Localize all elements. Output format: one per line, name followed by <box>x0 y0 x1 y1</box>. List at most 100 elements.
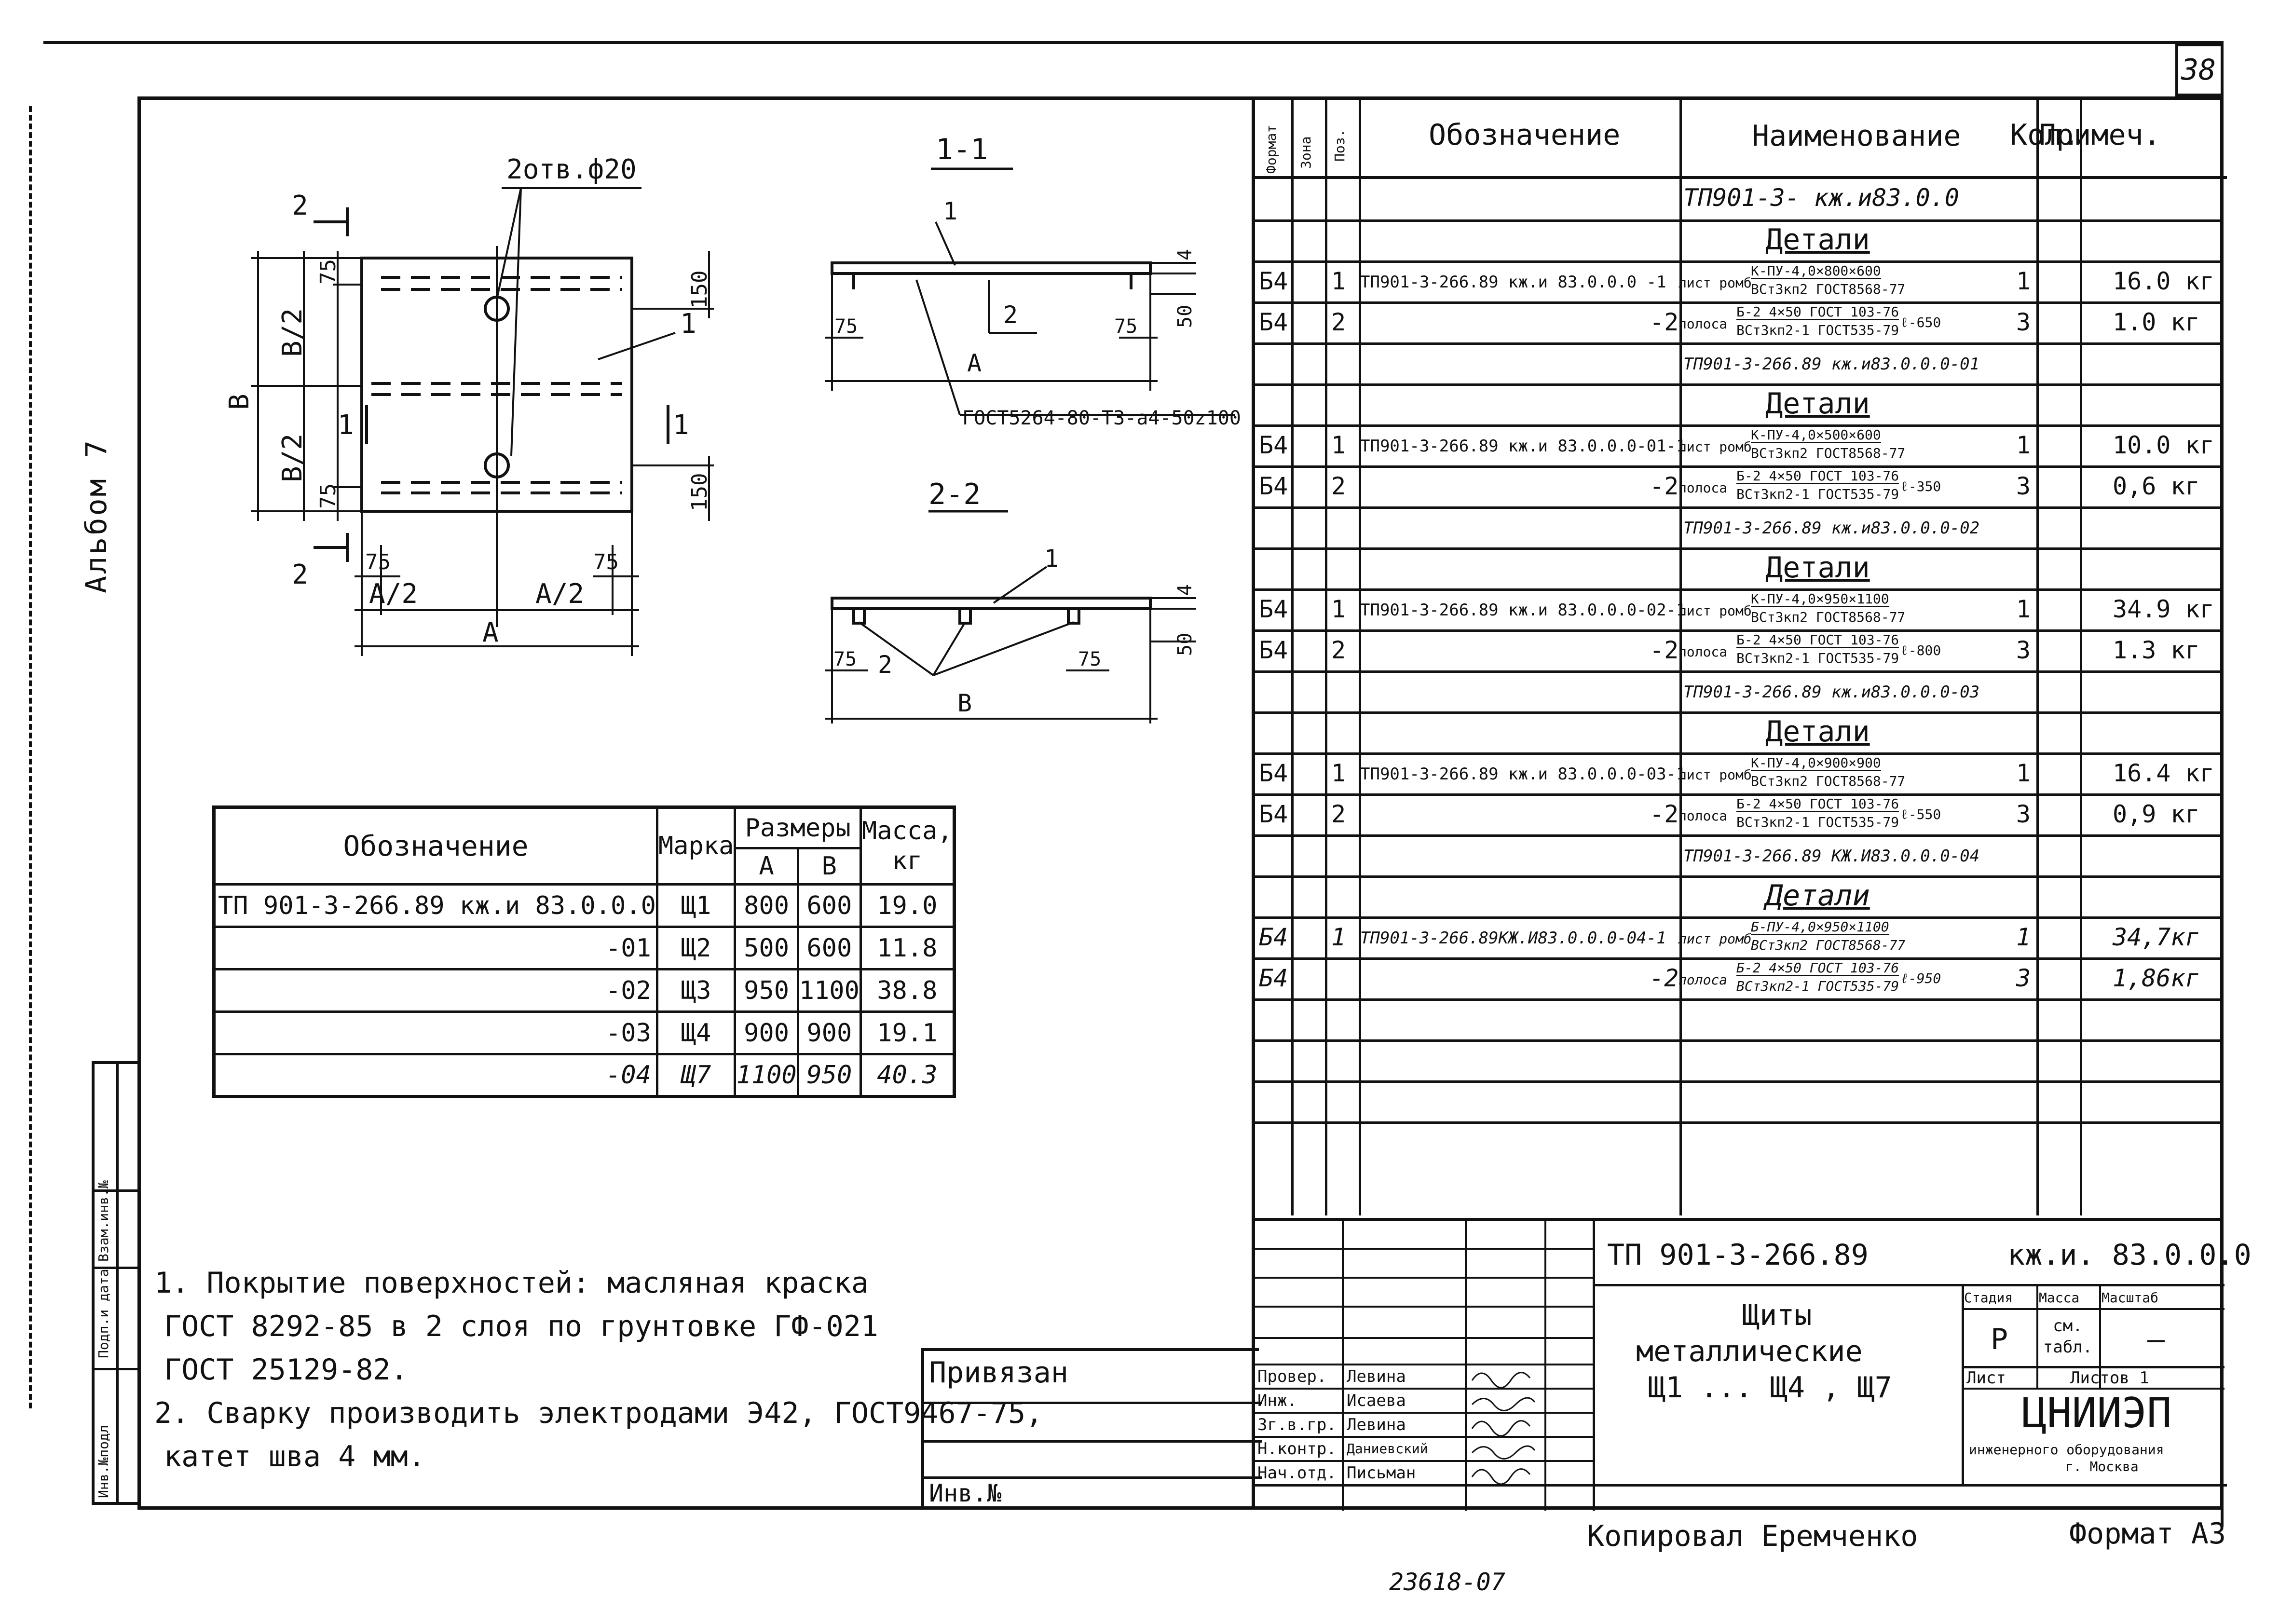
signer-role: Н.контр. <box>1257 1439 1337 1459</box>
note-line: ГОСТ 25129-82. <box>164 1353 408 1387</box>
spec-header-designation: Обозначение <box>1429 118 1621 152</box>
binding-privyazan: Привязан <box>929 1356 1068 1390</box>
spec-header-pos: Поз. <box>1332 129 1348 162</box>
spec-row: Б4 1 ТП901-3-266.89 кж.и 83.0.0.0-03-1 л… <box>1254 752 2224 796</box>
sheet-format: Формат А3 <box>2069 1517 2226 1551</box>
title-doc-code: кж.и. 83.0.0.0 <box>2007 1238 2252 1272</box>
spec-row-empty <box>1254 998 2224 1042</box>
margin-dashed-line <box>29 106 32 1408</box>
spec-row: Детали <box>1254 383 2224 427</box>
spec-row: Б4 2 -2 полоса Б-2 4×50 ГОСТ 103-76 ВСт3… <box>1254 629 2224 673</box>
signer-name: Письман <box>1347 1463 1416 1483</box>
strip-inv-label: Инв.№подл <box>96 1425 111 1498</box>
size-table-header-b: В <box>796 847 862 886</box>
signer-name: Исаева <box>1347 1391 1406 1410</box>
binding-block: Привязан Инв.№ <box>921 1348 1262 1510</box>
spec-header-format: Формат <box>1263 124 1279 174</box>
size-table-header-designation: Обозначение <box>213 806 658 886</box>
spec-header-name: Наименование <box>1752 119 1961 153</box>
section-2-label-1: 1 <box>1044 545 1059 573</box>
title-scale-label: Масштаб <box>2102 1290 2159 1306</box>
spec-row: Б4 1 ТП901-3-266.89 кж.и 83.0.0.0-02-1 л… <box>1254 588 2224 632</box>
spec-row: Детали <box>1254 875 2224 919</box>
size-table-row: -04 Щ7 1100 950 40.3 <box>213 1053 955 1098</box>
section-2-label-2: 2 <box>878 651 892 679</box>
spec-row: Детали <box>1254 219 2224 263</box>
copied-by: Копировал Еремченко <box>1587 1519 1918 1553</box>
spec-row: Детали <box>1254 547 2224 591</box>
spec-row: Б4 1 ТП901-3-266.89КЖ.И83.0.0.0-04-1 лис… <box>1254 916 2224 960</box>
section-1-label-2: 2 <box>1003 301 1018 329</box>
size-table-row: -02 Щ3 950 1100 38.8 <box>213 968 955 1013</box>
weld-note: ГОСТ5264-80-Т3-а4-50z100 <box>962 407 1241 429</box>
signer-name: Левина <box>1347 1415 1406 1434</box>
title-name-line-1: Щиты <box>1742 1298 1812 1332</box>
section-2-dim-4: 4 <box>1174 584 1196 596</box>
dim-75-left: 75 <box>365 550 391 574</box>
spec-row: ТП901-3- кж.и83.0.0 <box>1254 178 2224 222</box>
spec-row: ТП901-3-266.89 КЖ.И83.0.0.0-04 <box>1254 834 2224 878</box>
title-sheets-label: Листов 1 <box>2070 1368 2149 1388</box>
size-table-row: ТП 901-3-266.89 кж.и 83.0.0.0 Щ1 800 600… <box>213 883 955 928</box>
strip-sign-label: Подп.и дата <box>96 1269 111 1358</box>
dim-150-bottom: 150 <box>687 473 712 511</box>
dim-b-half-bottom: B/2 <box>277 434 308 482</box>
dim-a-half-right: A/2 <box>535 578 584 610</box>
size-table-row: -01 Щ2 500 600 11.8 <box>213 926 955 970</box>
signer-role: Инж. <box>1257 1391 1297 1410</box>
size-table-row: -03 Щ4 900 900 19.1 <box>213 1010 955 1055</box>
org-sub: инженерного оборудования <box>1969 1442 2164 1458</box>
size-table-header-mark: Марка <box>655 806 737 886</box>
signer-name: Даниевский <box>1347 1441 1428 1457</box>
size-table-header-sizes: Размеры <box>734 806 862 849</box>
section-mark-2-bottom: 2 <box>292 559 308 590</box>
sheet-outer-top-line <box>43 41 2224 44</box>
dim-75-bottom: 75 <box>316 483 341 509</box>
dim-a-half-left: A/2 <box>369 578 418 610</box>
note-line: 1. Покрытие поверхностей: масляная краск… <box>154 1266 869 1300</box>
title-stage: Р <box>1991 1323 2008 1356</box>
signatures <box>1471 1372 1536 1484</box>
signer-role: Провер. <box>1257 1367 1327 1386</box>
spec-row: ТП901-3-266.89 кж.и83.0.0.0-03 <box>1254 670 2224 714</box>
note-line: катет шва 4 мм. <box>164 1440 425 1474</box>
spec-header-note: Примеч. <box>2039 118 2161 152</box>
size-table: Обозначение Марка Размеры Масса, кг А В … <box>212 805 956 1098</box>
section-1-label-1: 1 <box>943 197 957 225</box>
title-mass-value: см. табл. <box>2043 1316 2093 1357</box>
spec-header-qty: Кол. <box>2010 118 2080 152</box>
spec-row-empty <box>1254 1121 2224 1162</box>
sheet-number: 38 <box>2181 53 2216 87</box>
title-stage-label: Стадия <box>1964 1290 2013 1306</box>
dim-a: A <box>482 617 499 648</box>
signer-role: Нач.отд. <box>1257 1463 1337 1483</box>
title-sheet-label: Лист <box>1966 1368 2006 1388</box>
title-name-line-3: Щ1 ... Щ4 , Щ7 <box>1648 1371 1892 1405</box>
title-mass-label: Масса <box>2039 1290 2080 1306</box>
org-city: г. Москва <box>2065 1459 2139 1474</box>
archive-number: 23618-07 <box>1389 1568 1505 1596</box>
section-1-dim-50: 50 <box>1174 305 1196 328</box>
spec-row-empty <box>1254 1080 2224 1124</box>
dim-150-top: 150 <box>687 271 712 309</box>
note-line: 2. Сварку производить электродами Э42, Г… <box>154 1396 1043 1430</box>
section-2-dim-50: 50 <box>1174 633 1196 656</box>
org-name: ЦНИИЭП <box>2022 1389 2172 1437</box>
spec-row: ТП901-3-266.89 кж.и83.0.0.0-01 <box>1254 342 2224 386</box>
spec-row: Б4 -2 полоса Б-2 4×50 ГОСТ 103-76 ВСт3кп… <box>1254 957 2224 1001</box>
title-name-line-2: металлические <box>1636 1335 1863 1368</box>
spec-table: Формат Зона Поз. Обозначение Наименовани… <box>1252 96 2227 1218</box>
section-2-dim-75-right: 75 <box>1078 648 1101 670</box>
section-2-dim-75-left: 75 <box>833 648 857 670</box>
spec-row: Б4 2 -2 полоса Б-2 4×50 ГОСТ 103-76 ВСт3… <box>1254 793 2224 837</box>
section-mark-1-left: 1 <box>338 409 354 441</box>
spec-row: Б4 2 -2 полоса Б-2 4×50 ГОСТ 103-76 ВСт3… <box>1254 301 2224 345</box>
section-1-dim-4: 4 <box>1174 249 1196 260</box>
left-strip: Инв.№подл Подп.и дата Взам.инв.№ <box>92 1061 140 1505</box>
dim-b-half-top: B/2 <box>277 308 308 357</box>
title-block: Провер. Левина Инж. Исаева Зг.в.гр. Леви… <box>1252 1218 2252 1511</box>
title-doc-number: ТП 901-3-266.89 <box>1607 1238 1869 1272</box>
holes-label: 2отв.ф20 <box>506 154 637 185</box>
spec-row-empty <box>1254 1039 2224 1083</box>
